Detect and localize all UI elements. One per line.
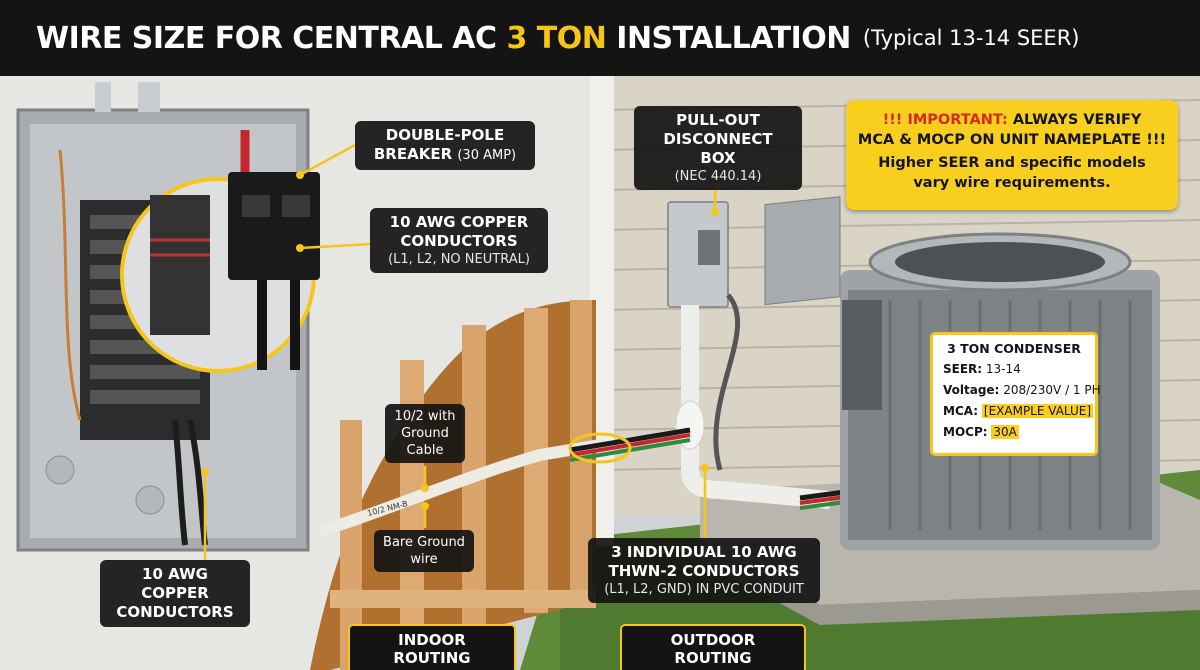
ground-wire-label: Bare Ground wire <box>374 530 474 572</box>
title-part-1: WIRE SIZE FOR CENTRAL AC <box>36 20 507 56</box>
nameplate-voltage: Voltage: 208/230V / 1 PH <box>943 380 1101 401</box>
voltage-label: Voltage: <box>943 383 1000 397</box>
voltage-value: 208/230V / 1 PH <box>1003 383 1101 397</box>
page-title: WIRE SIZE FOR CENTRAL AC 3 TON INSTALLAT… <box>36 21 851 56</box>
disconnect-detail: (NEC 440.14) <box>674 169 762 184</box>
important-line-4: vary wire requirements. <box>913 175 1111 191</box>
breaker-title-2: BREAKER <box>373 145 453 163</box>
breaker-title-1: DOUBLE-POLE <box>385 126 505 144</box>
title-bar: WIRE SIZE FOR CENTRAL AC 3 TON INSTALLAT… <box>0 0 1200 76</box>
mocp-value: 30A <box>991 425 1019 439</box>
panel-bottom-line-2: CONDUCTORS <box>116 603 234 621</box>
disconnect-title-1: PULL-OUT <box>676 111 760 129</box>
important-line-2: MCA & MOCP ON UNIT NAMEPLATE !!! <box>857 132 1167 148</box>
disconnect-title-2: DISCONNECT BOX <box>663 130 773 167</box>
panel-conductors-title-2: CONDUCTORS <box>400 232 518 250</box>
ground-line-2: wire <box>410 552 438 567</box>
conductor-highlight-ring <box>568 432 632 464</box>
panel-bottom-line-1: 10 AWG COPPER <box>141 565 209 602</box>
conduit-detail: (L1, L2, GND) IN PVC CONDUIT <box>604 582 804 597</box>
conduit-line-1: 3 INDIVIDUAL 10 AWG <box>611 543 797 561</box>
leader-lines <box>203 143 717 560</box>
nameplate-title: 3 TON CONDENSER <box>947 341 1081 356</box>
breaker-label: DOUBLE-POLE BREAKER (30 AMP) <box>355 121 535 170</box>
nameplate-seer: SEER: 13-14 <box>943 359 1085 380</box>
panel-conductors-title-1: 10 AWG COPPER <box>389 213 529 231</box>
nameplate-mca: MCA: [EXAMPLE VALUE] <box>943 401 1094 422</box>
mocp-label: MOCP: <box>943 425 988 439</box>
nm-cable <box>319 439 606 536</box>
panel-conductors-label: 10 AWG COPPER CONDUCTORS (L1, L2, NO NEU… <box>370 208 548 273</box>
breaker-zoom-circle <box>120 130 320 373</box>
seer-label: SEER: <box>943 362 983 376</box>
pvc-conduit <box>673 305 831 509</box>
important-line-3: Higher SEER and specific models <box>878 155 1146 171</box>
page-subtitle: (Typical 13-14 SEER) <box>862 26 1080 50</box>
panel-conductors-detail: (L1, L2, NO NEUTRAL) <box>388 252 530 267</box>
important-line-1-rest: ALWAYS VERIFY <box>1007 112 1142 128</box>
unit-nameplate: 3 TON CONDENSER SEER: 13-14 Voltage: 208… <box>930 332 1101 456</box>
important-prefix: !!! IMPORTANT: <box>882 112 1008 128</box>
outdoor-routing-tag: OUTDOOR ROUTING <box>620 624 806 670</box>
conduit-line-2: THWN-2 CONDUCTORS <box>608 562 800 580</box>
indoor-routing-tag: INDOOR ROUTING <box>348 624 516 670</box>
cable-label: 10/2 with Ground Cable <box>385 404 465 463</box>
disconnect-label: PULL-OUT DISCONNECT BOX (NEC 440.14) <box>634 106 802 190</box>
panel-bottom-label: 10 AWG COPPER CONDUCTORS <box>100 560 250 627</box>
cable-line-1: 10/2 with <box>394 409 456 424</box>
breaker-title-wrap: BREAKER (30 AMP) <box>365 145 525 165</box>
important-warning: !!! IMPORTANT: ALWAYS VERIFY MCA & MOCP … <box>846 100 1178 210</box>
seer-value: 13-14 <box>985 362 1021 376</box>
title-accent: 3 TON <box>506 20 607 56</box>
breaker-detail: (30 AMP) <box>457 148 517 163</box>
cable-line-3: Cable <box>406 443 444 458</box>
cable-line-2: Ground <box>401 426 449 441</box>
title-part-2: INSTALLATION <box>606 20 851 56</box>
conduit-label: 3 INDIVIDUAL 10 AWG THWN-2 CONDUCTORS (L… <box>588 538 820 603</box>
nameplate-mocp: MOCP: 30A <box>943 422 1085 443</box>
mca-value: [EXAMPLE VALUE] <box>981 404 1094 418</box>
ground-line-1: Bare Ground <box>383 535 465 550</box>
mca-label: MCA: <box>943 404 979 418</box>
important-line-1: !!! IMPORTANT: ALWAYS VERIFY <box>854 110 1170 130</box>
